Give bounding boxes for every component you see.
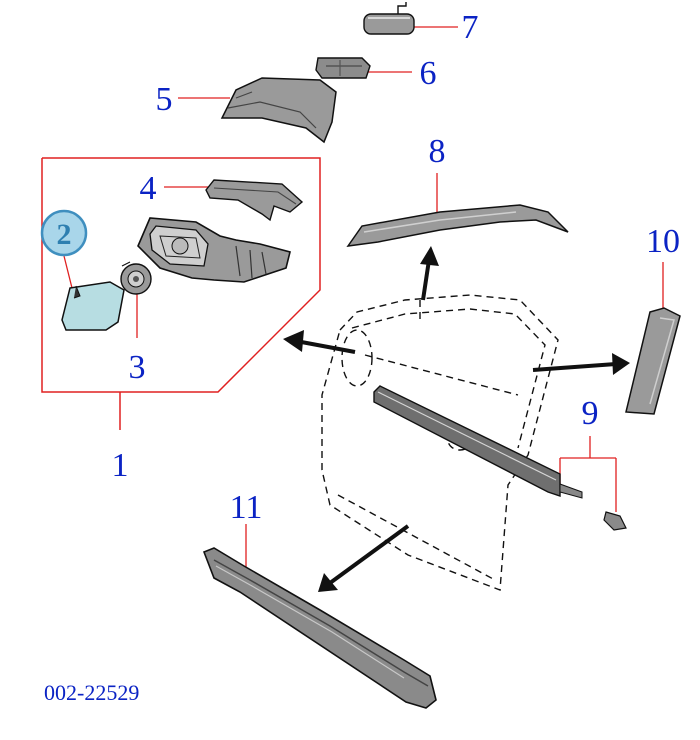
callout-3: 3 <box>129 349 146 386</box>
badge-2: 2 <box>40 209 88 257</box>
part-5-mirror-cover <box>220 77 337 144</box>
part-4-trim-strip <box>205 179 304 222</box>
leader-lines <box>63 26 664 568</box>
reference-code: 002-22529 <box>44 680 140 705</box>
callout-numbers: 7 6 5 4 3 1 8 10 9 11 <box>112 9 681 526</box>
part-7-lamp <box>363 2 415 35</box>
part-9-beltline-moulding <box>373 385 627 531</box>
mirror-housing <box>137 217 291 283</box>
callout-4: 4 <box>140 170 157 207</box>
part-6-indicator <box>315 57 371 79</box>
callout-9: 9 <box>582 395 599 432</box>
direction-arrows <box>283 246 630 592</box>
part-8-upper-moulding <box>346 204 569 247</box>
callout-6: 6 <box>420 55 437 92</box>
callout-5: 5 <box>156 81 173 118</box>
part-2-mirror-glass <box>61 281 125 331</box>
part-11-lower-moulding <box>202 547 437 709</box>
badge-2-label: 2 <box>57 218 72 251</box>
callout-10: 10 <box>646 223 680 260</box>
part-10-pillar-trim <box>625 307 681 415</box>
part-3-motor <box>120 261 152 295</box>
callout-8: 8 <box>429 133 446 170</box>
callout-11: 11 <box>230 489 263 526</box>
callout-1: 1 <box>112 447 129 484</box>
door-outline <box>321 294 559 591</box>
callout-7: 7 <box>462 9 479 46</box>
assembly-box <box>41 157 321 430</box>
